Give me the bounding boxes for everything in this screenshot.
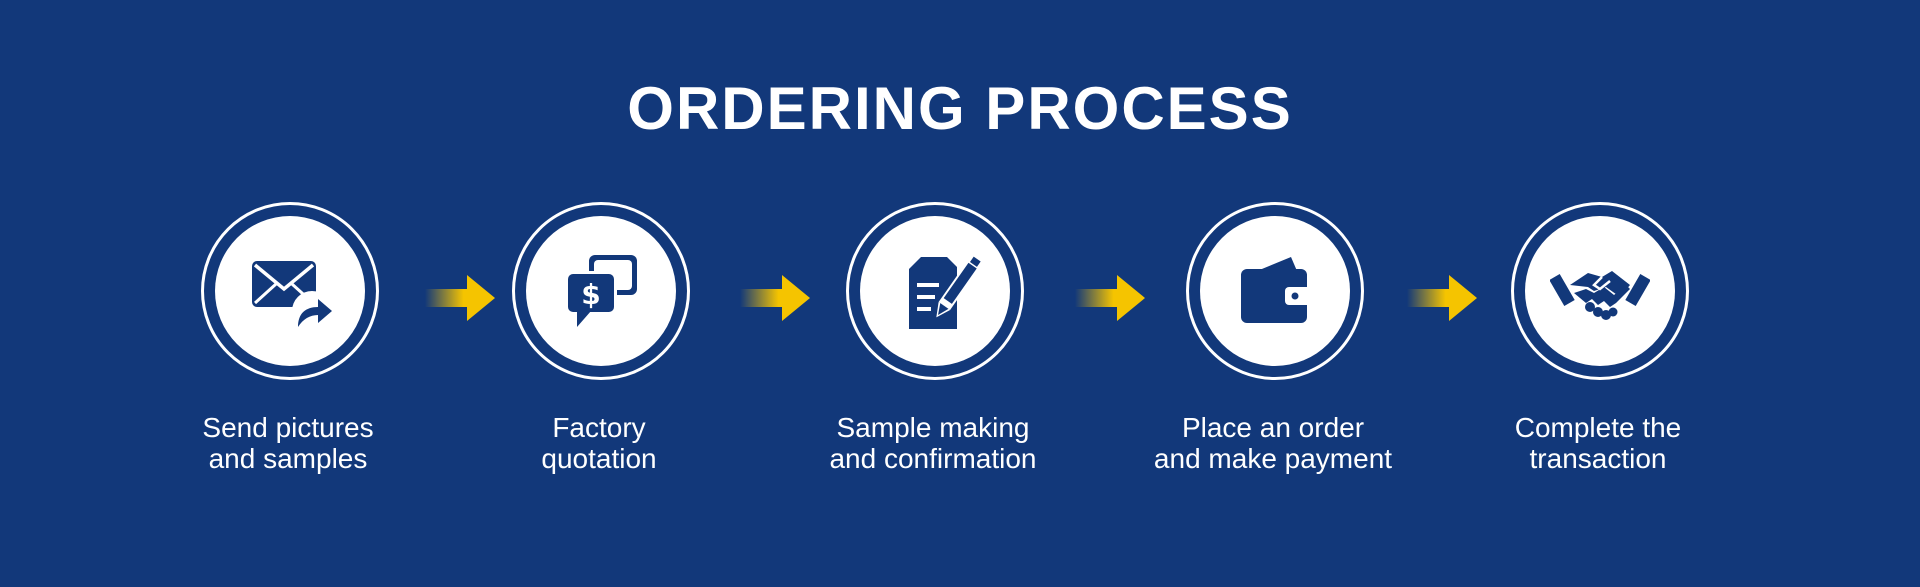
arrow-right-icon <box>425 275 495 321</box>
arrow-right-icon <box>1075 275 1145 321</box>
quotation-chat-icon: $ <box>565 255 637 327</box>
svg-text:$: $ <box>581 278 600 311</box>
step-circle <box>846 202 1024 380</box>
step-circle <box>201 202 379 380</box>
step-circle: $ <box>512 202 690 380</box>
envelope-share-icon <box>252 261 332 331</box>
page-title: ORDERING PROCESS <box>627 75 1293 142</box>
step-circle <box>1511 202 1689 380</box>
step-label: Sample making and confirmation <box>829 412 1037 474</box>
step-label: Place an order and make payment <box>1153 412 1393 474</box>
wallet-icon <box>1241 257 1311 323</box>
step-label: Send pictures and samples <box>202 412 374 474</box>
arrow-right-icon <box>1407 275 1477 321</box>
document-pencil-icon <box>909 252 985 329</box>
handshake-icon <box>1550 271 1650 320</box>
step-label: Complete the transaction <box>1514 412 1682 474</box>
step-circle <box>1186 202 1364 380</box>
step-label: Factory quotation <box>541 412 657 474</box>
arrow-right-icon <box>740 275 810 321</box>
